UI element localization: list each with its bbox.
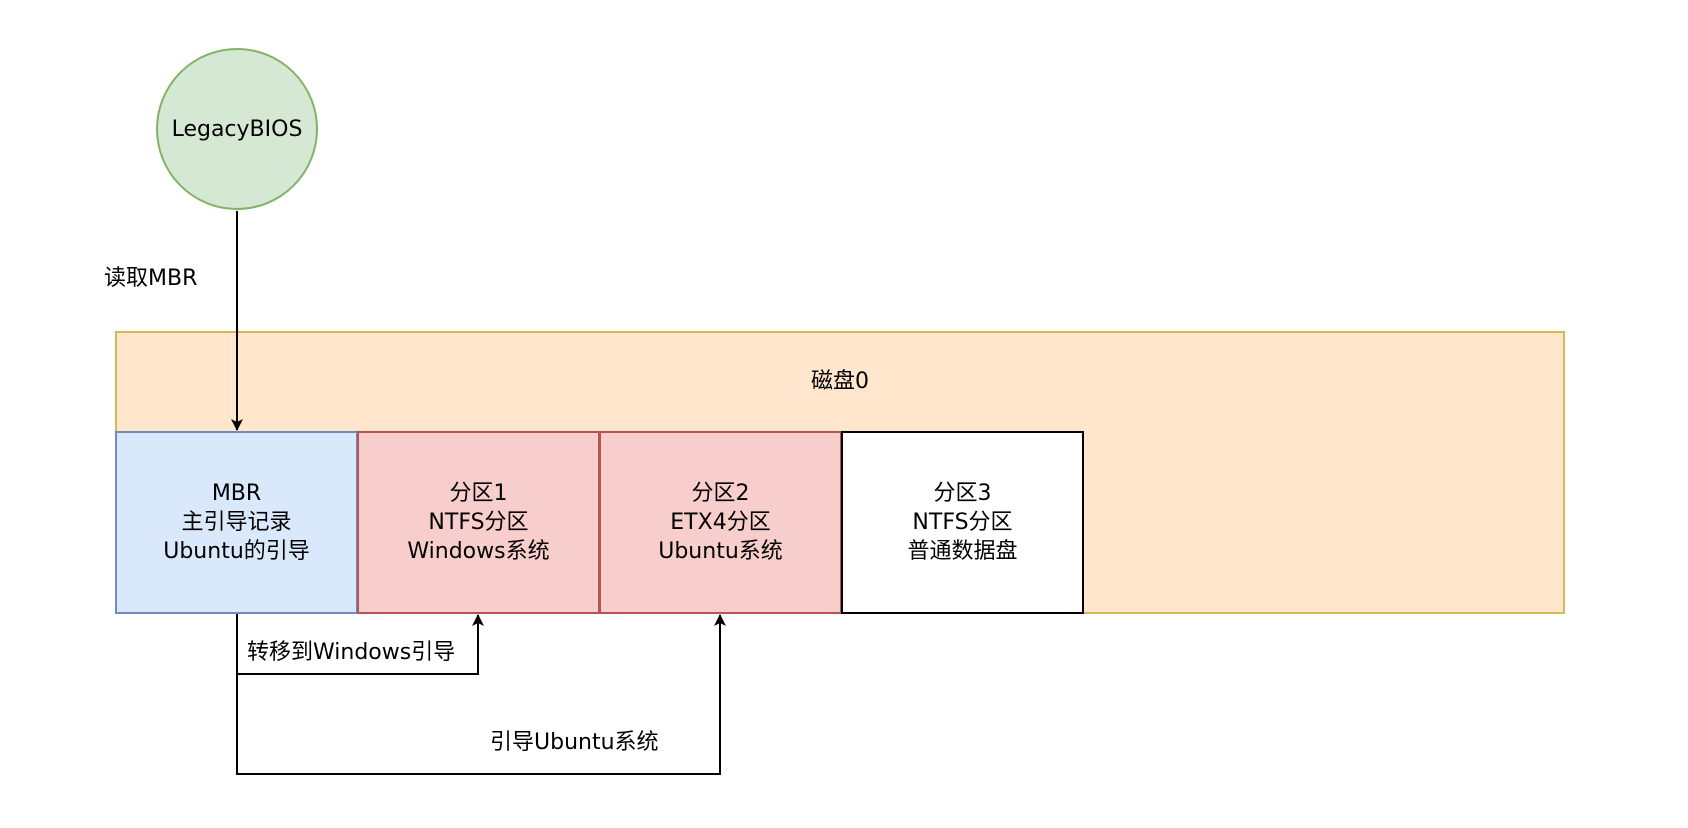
partition-2-label: 分区2 ETX4分区 Ubuntu系统	[658, 481, 783, 564]
legacy-bios-node: LegacyBIOS	[156, 48, 318, 210]
disk-0-label: 磁盘0	[811, 369, 869, 394]
partition-2-block: 分区2 ETX4分区 Ubuntu系统	[599, 431, 842, 614]
to-windows-label: 转移到Windows引导	[247, 640, 456, 665]
partition-1-block: 分区1 NTFS分区 Windows系统	[357, 431, 600, 614]
read-mbr-label: 读取MBR	[104, 266, 198, 291]
mbr-block-label: MBR 主引导记录 Ubuntu的引导	[163, 481, 310, 564]
partition-1-label: 分区1 NTFS分区 Windows系统	[407, 481, 550, 564]
partition-3-block: 分区3 NTFS分区 普通数据盘	[841, 431, 1084, 614]
partition-3-label: 分区3 NTFS分区 普通数据盘	[907, 481, 1018, 564]
legacy-bios-label: LegacyBIOS	[171, 116, 303, 142]
boot-ubuntu-label: 引导Ubuntu系统	[490, 730, 659, 755]
mbr-block: MBR 主引导记录 Ubuntu的引导	[115, 431, 358, 614]
